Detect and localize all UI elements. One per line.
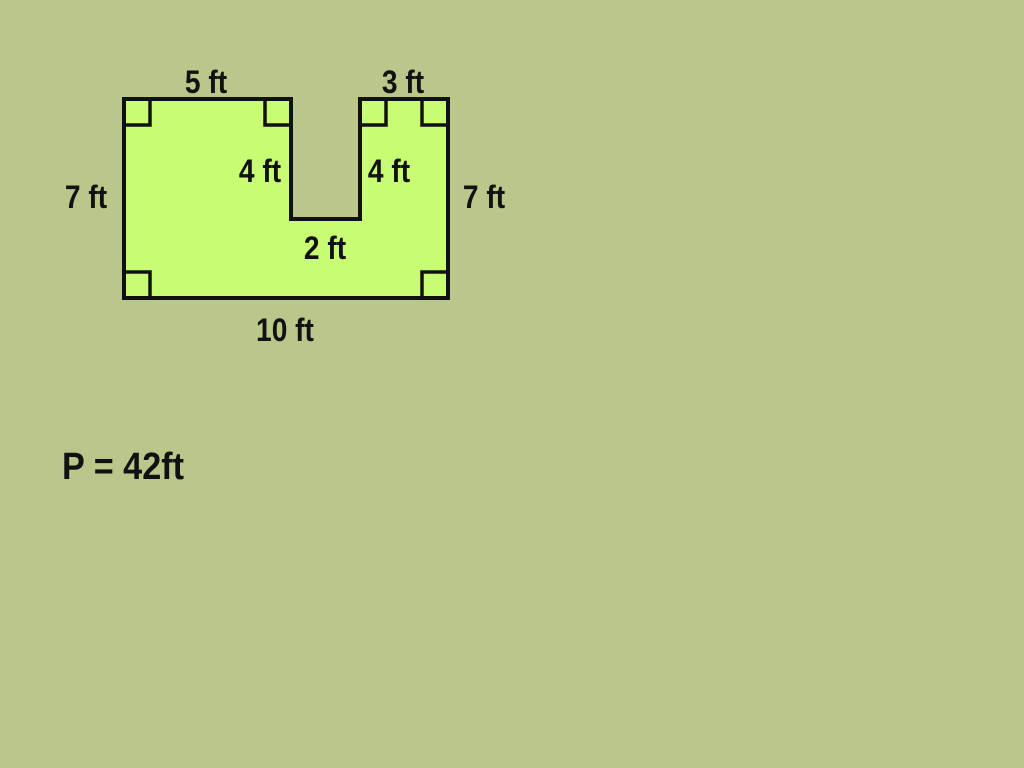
- perimeter-result: P = 42ft: [62, 446, 184, 488]
- right-angle-marker-notch-right: [358, 97, 388, 127]
- label-notch-right-depth: 4 ft: [368, 154, 410, 189]
- label-left-height: 7 ft: [65, 180, 107, 215]
- label-bottom-width: 10 ft: [256, 313, 314, 348]
- right-angle-marker-notch-left: [263, 97, 293, 127]
- label-top-right-width: 3 ft: [382, 65, 424, 100]
- right-angle-marker-bottom-right: [420, 270, 450, 300]
- label-top-left-width: 5 ft: [185, 65, 227, 100]
- dimension-labels: 5 ft 3 ft 7 ft 7 ft 4 ft 4 ft 2 ft 10 ft: [65, 65, 505, 348]
- label-notch-left-depth: 4 ft: [239, 154, 281, 189]
- label-right-height: 7 ft: [463, 180, 505, 215]
- u-shape: [122, 97, 450, 300]
- right-angle-marker-top-right: [420, 97, 450, 127]
- right-angle-markers: [122, 97, 450, 300]
- right-angle-marker-top-left: [122, 97, 152, 127]
- right-angle-marker-bottom-left: [122, 270, 152, 300]
- label-notch-bottom-width: 2 ft: [304, 231, 346, 266]
